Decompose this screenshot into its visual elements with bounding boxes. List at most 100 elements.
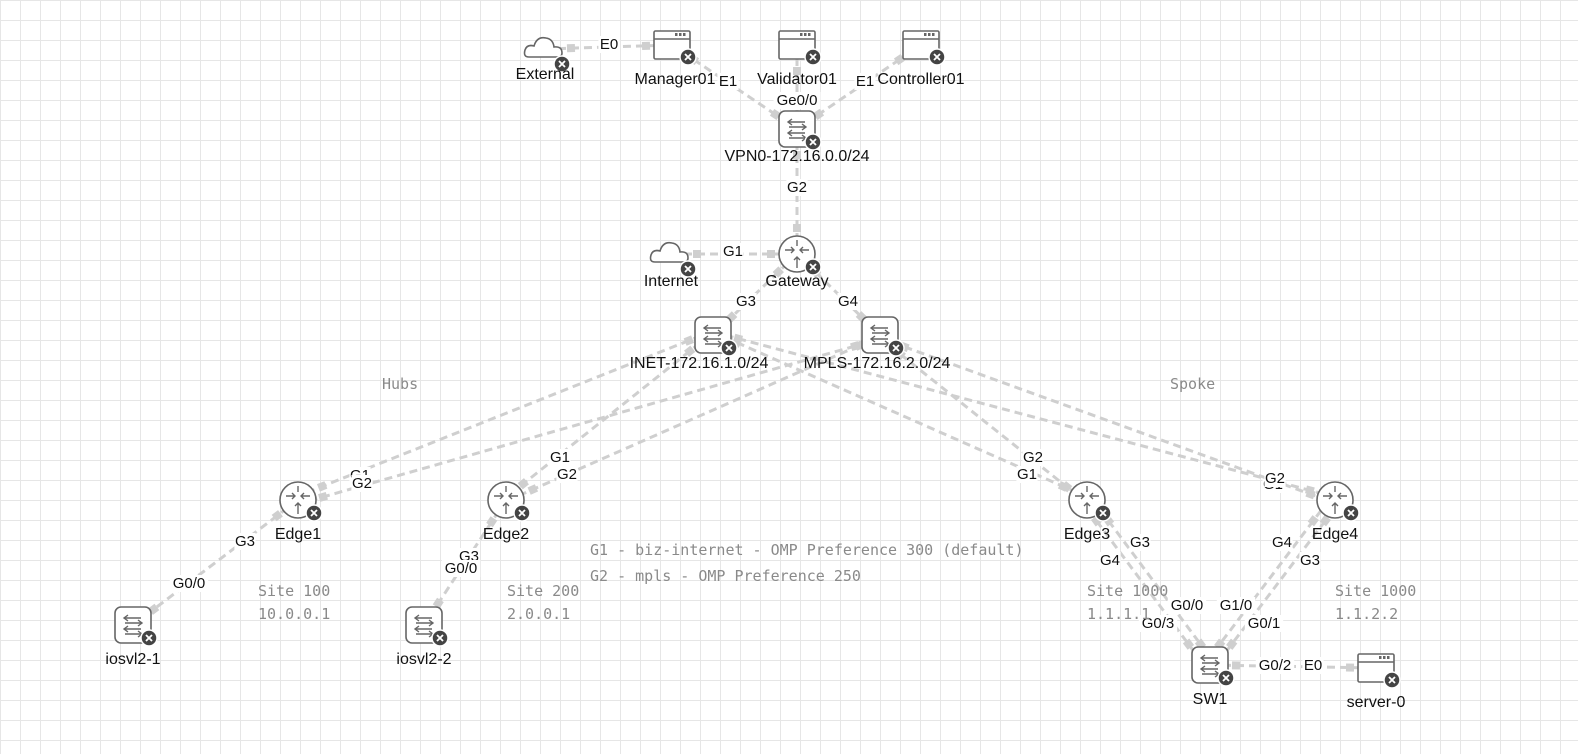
link-line[interactable] <box>297 329 714 498</box>
port-label-bg <box>598 36 620 53</box>
link-sw1-server0[interactable]: G0/2 E0 <box>1209 657 1377 674</box>
link-line[interactable] <box>502 333 711 502</box>
node-label: server-0 <box>1347 694 1406 711</box>
node-controller01[interactable]: Controller01 <box>877 30 965 88</box>
node-edge1[interactable]: Edge1 <box>275 481 323 543</box>
port-label: G1 <box>1017 466 1037 483</box>
port-label-bg <box>1167 597 1207 614</box>
link-endcap <box>767 250 775 258</box>
node-server0[interactable]: server-0 <box>1347 653 1406 711</box>
server-icon[interactable] <box>778 30 822 66</box>
link-line[interactable] <box>132 498 299 627</box>
link-endcap <box>1319 515 1331 527</box>
switch-icon[interactable] <box>1191 646 1235 687</box>
server-icon[interactable] <box>902 30 946 66</box>
port-label-bg <box>549 449 571 466</box>
router-icon[interactable] <box>1316 481 1360 522</box>
link-line[interactable] <box>879 336 1336 505</box>
node-edge2[interactable]: Edge2 <box>483 481 531 543</box>
link-mpls-edge1[interactable]: G2 <box>297 337 881 506</box>
port-label-bg <box>1016 466 1038 483</box>
port-label: E0 <box>1304 657 1322 674</box>
link-mpls-edge2[interactable]: G2 <box>508 333 884 502</box>
link-line[interactable] <box>297 337 881 506</box>
port-label: G3 <box>736 293 756 310</box>
link-line[interactable] <box>712 330 1336 499</box>
node-edge3[interactable]: Edge3 <box>1064 481 1112 543</box>
node-mpls[interactable]: MPLS-172.16.2.0/24 <box>804 316 951 372</box>
link-mpls-edge3[interactable]: G2 <box>879 336 1088 505</box>
cloud-icon[interactable] <box>523 36 571 73</box>
port-label: Ge0/0 <box>777 92 818 109</box>
link-line[interactable] <box>1079 499 1206 666</box>
node-external[interactable]: External <box>516 36 575 83</box>
switch-icon[interactable] <box>114 606 158 647</box>
node-iosvl2_2[interactable]: iosvl2-2 <box>396 606 452 668</box>
port-label-bg <box>1138 615 1178 632</box>
server-icon[interactable] <box>653 30 697 66</box>
site1000-edge3-name-note: Site 1000 <box>1087 582 1168 600</box>
port-label: E1 <box>719 73 737 90</box>
link-endcap <box>566 44 576 53</box>
link-endcap <box>318 491 328 502</box>
port-label-bg <box>1271 534 1293 551</box>
link-internet-gateway[interactable]: G1 <box>671 243 797 260</box>
switch-icon[interactable] <box>694 316 738 357</box>
link-mpls-edge4[interactable]: G2 <box>879 336 1336 505</box>
port-label: G0/2 <box>1259 657 1292 674</box>
port-label-bg <box>1099 552 1121 569</box>
port-label-bg <box>1216 597 1256 614</box>
link-endcap <box>772 266 784 278</box>
port-label: E0 <box>600 36 618 53</box>
node-manager01[interactable]: Manager01 <box>635 30 716 88</box>
node-inet[interactable]: INET-172.16.1.0/24 <box>630 316 769 372</box>
port-label: G0/1 <box>1248 615 1281 632</box>
link-line[interactable] <box>1091 499 1218 666</box>
link-inet-edge2[interactable]: G1 <box>502 333 711 502</box>
hubs-annotation: Hubs <box>382 375 418 393</box>
port-label-bg <box>351 475 373 492</box>
link-endcap <box>641 41 651 50</box>
router-icon[interactable] <box>487 481 531 522</box>
link-line[interactable] <box>879 336 1088 505</box>
node-label: Gateway <box>765 273 828 290</box>
cloud-icon[interactable] <box>649 241 697 278</box>
port-label-bg <box>1244 615 1284 632</box>
node-gateway[interactable]: Gateway <box>765 235 829 290</box>
link-line[interactable] <box>1214 499 1343 666</box>
router-icon[interactable] <box>1068 481 1112 522</box>
port-label: G0/0 <box>445 560 478 577</box>
node-iosvl2_1[interactable]: iosvl2-1 <box>105 606 161 668</box>
annotations-layer: Hubs Spoke G1 - biz-internet - OMP Prefe… <box>258 375 1416 623</box>
port-label-bg <box>773 92 821 109</box>
link-line[interactable] <box>544 43 673 51</box>
router-icon[interactable] <box>778 235 822 276</box>
port-label: G3 <box>235 533 255 550</box>
link-external-manager01[interactable]: E0 <box>544 36 673 53</box>
node-sw1[interactable]: SW1 <box>1191 646 1235 708</box>
node-vpn0[interactable]: VPN0-172.16.0.0/24 <box>725 110 870 165</box>
node-internet[interactable]: Internet <box>644 241 699 290</box>
node-edge4[interactable]: Edge4 <box>1312 481 1360 543</box>
switch-icon[interactable] <box>861 316 905 357</box>
port-label-bg <box>735 293 757 310</box>
server-icon[interactable] <box>1357 653 1401 689</box>
link-endcap <box>1345 663 1355 672</box>
node-validator01[interactable]: Validator01 <box>757 30 837 88</box>
site200-name-note: Site 200 <box>507 582 579 600</box>
port-label: G3 <box>1130 534 1150 551</box>
switch-icon[interactable] <box>778 110 822 151</box>
link-line[interactable] <box>1202 499 1331 666</box>
link-vpn0-gateway[interactable]: G2 <box>786 129 808 254</box>
router-icon[interactable] <box>279 481 323 522</box>
port-label: G0/3 <box>1142 615 1175 632</box>
switch-icon[interactable] <box>405 606 449 647</box>
site200-ip-note: 2.0.0.1 <box>507 605 570 623</box>
link-manager01-vpn0[interactable]: E1 <box>671 43 798 131</box>
